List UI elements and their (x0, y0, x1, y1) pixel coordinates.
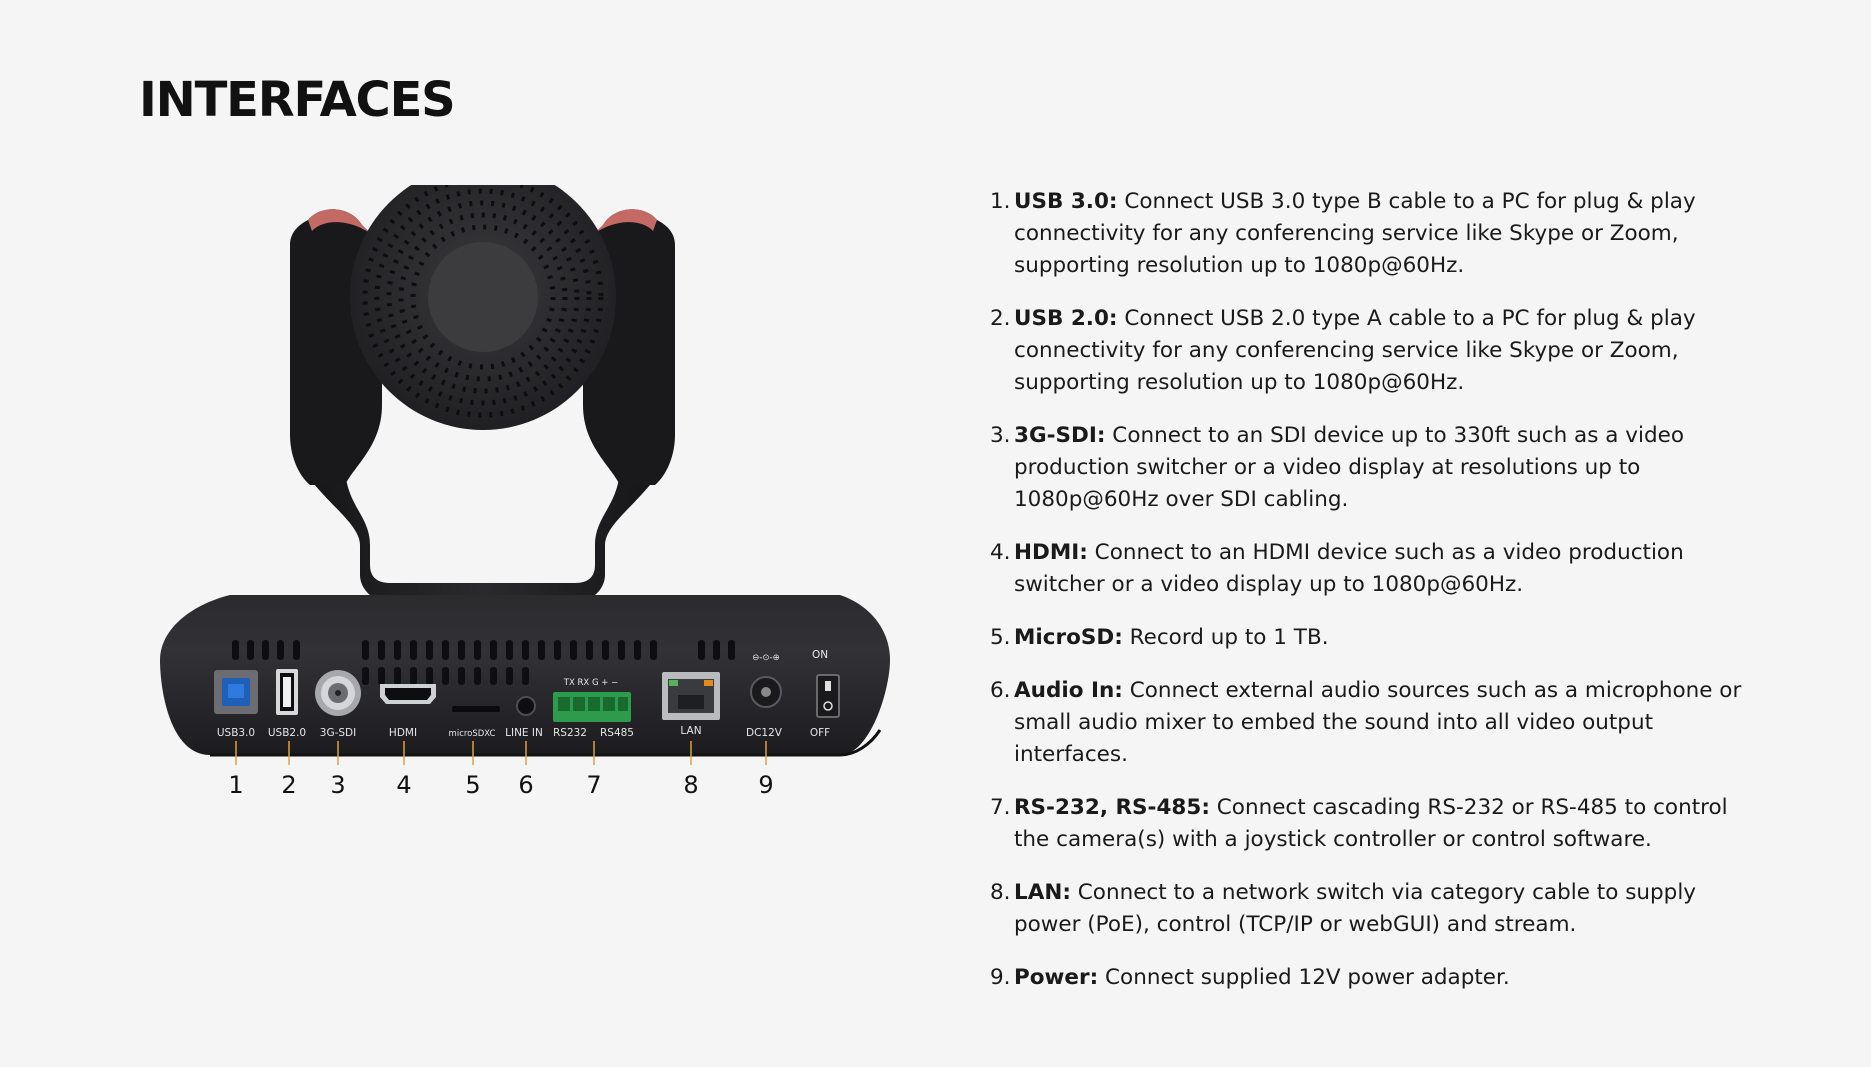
list-item-text: 3G-SDI: Connect to an SDI device up to 3… (1014, 420, 1760, 516)
callout-7: 7 (586, 771, 601, 799)
list-item-text: HDMI: Connect to an HDMI device such as … (1014, 537, 1760, 601)
list-item: 8.LAN: Connect to a network switch via c… (990, 877, 1760, 941)
list-item-name: MicroSD: (1014, 625, 1123, 650)
list-item-name: 3G-SDI: (1014, 423, 1106, 448)
list-item-name: Power: (1014, 965, 1099, 990)
callout-3: 3 (330, 771, 345, 799)
camera-diagram: ⊖-⊙-⊕ USB3.0 USB2.0 3G-SDI HDMI microSDX… (160, 185, 890, 799)
label-hdmi: HDMI (389, 727, 417, 739)
list-item: 7.RS-232, RS-485: Connect cascading RS-2… (990, 792, 1760, 856)
list-item-desc: Connect to an SDI device up to 330ft suc… (1014, 423, 1684, 512)
label-microsd: microSDXC (449, 729, 496, 739)
list-item-text: USB 2.0: Connect USB 2.0 type A cable to… (1014, 303, 1760, 399)
callout-4: 4 (396, 771, 411, 799)
port-rs232-rs485-terminal (553, 692, 631, 722)
list-item-number: 1. (990, 189, 1011, 214)
label-lan: LAN (680, 725, 701, 737)
speaker-grille (362, 185, 604, 418)
callout-2: 2 (281, 771, 296, 799)
list-item: 2.USB 2.0: Connect USB 2.0 type A cable … (990, 303, 1760, 399)
list-item-number: 7. (990, 795, 1011, 820)
list-item-text: Power: Connect supplied 12V power adapte… (1014, 962, 1760, 994)
list-item-number: 9. (990, 965, 1011, 990)
vent-slots (232, 640, 735, 685)
label-terminal-pins: TX RX G + − (563, 678, 618, 688)
list-item-desc: Connect USB 3.0 type B cable to a PC for… (1014, 189, 1696, 278)
port-lan (662, 672, 720, 720)
label-usb30: USB3.0 (217, 727, 255, 739)
list-item-text: MicroSD: Record up to 1 TB. (1014, 622, 1760, 654)
label-dc12v: DC12V (746, 727, 783, 739)
list-item: 4.HDMI: Connect to an HDMI device such a… (990, 537, 1760, 601)
list-item-number: 3. (990, 423, 1011, 448)
list-item-desc: Connect cascading RS-232 or RS-485 to co… (1014, 795, 1728, 852)
list-item-desc: Connect USB 2.0 type A cable to a PC for… (1014, 306, 1696, 395)
callout-6: 6 (518, 771, 533, 799)
list-item-desc: Connect to an HDMI device such as a vide… (1014, 540, 1684, 597)
list-item-number: 6. (990, 678, 1011, 703)
callout-1: 1 (228, 771, 243, 799)
power-switch (816, 674, 840, 718)
port-sdi (315, 670, 361, 716)
list-item-name: USB 3.0: (1014, 189, 1118, 214)
label-switch-on: ON (812, 649, 828, 661)
camera-rear-disc (428, 242, 538, 352)
callout-9: 9 (758, 771, 773, 799)
list-item-number: 2. (990, 306, 1011, 331)
list-item-name: RS-232, RS-485: (1014, 795, 1210, 820)
label-usb20: USB2.0 (268, 727, 306, 739)
list-item-number: 5. (990, 625, 1011, 650)
list-item-name: Audio In: (1014, 678, 1123, 703)
list-item-name: LAN: (1014, 880, 1071, 905)
interfaces-list: 1.USB 3.0: Connect USB 3.0 type B cable … (990, 186, 1760, 1015)
label-rs232: RS232 (553, 727, 587, 739)
list-item-desc: Connect supplied 12V power adapter. (1098, 965, 1510, 990)
list-item: 1.USB 3.0: Connect USB 3.0 type B cable … (990, 186, 1760, 282)
port-usb30 (214, 670, 258, 714)
list-item-text: USB 3.0: Connect USB 3.0 type B cable to… (1014, 186, 1760, 282)
camera-rear-illustration: ⊖-⊙-⊕ USB3.0 USB2.0 3G-SDI HDMI microSDX… (150, 185, 910, 825)
port-usb20 (276, 669, 298, 715)
port-microsd (452, 706, 500, 712)
list-item-text: Audio In: Connect external audio sources… (1014, 675, 1760, 771)
list-item-number: 4. (990, 540, 1011, 565)
list-item-name: HDMI: (1014, 540, 1088, 565)
callout-lines (235, 741, 767, 765)
list-item: 3.3G-SDI: Connect to an SDI device up to… (990, 420, 1760, 516)
list-item: 5.MicroSD: Record up to 1 TB. (990, 622, 1760, 654)
port-line-in (516, 696, 536, 716)
label-switch-off: OFF (810, 727, 830, 739)
svg-text:⊖-⊙-⊕: ⊖-⊙-⊕ (752, 653, 780, 663)
port-dc12v: ⊖-⊙-⊕ (750, 653, 782, 708)
port-hdmi (380, 684, 436, 704)
list-item-name: USB 2.0: (1014, 306, 1118, 331)
list-item: 6.Audio In: Connect external audio sourc… (990, 675, 1760, 771)
list-item-text: RS-232, RS-485: Connect cascading RS-232… (1014, 792, 1760, 856)
list-item: 9.Power: Connect supplied 12V power adap… (990, 962, 1760, 994)
list-item-desc: Connect external audio sources such as a… (1014, 678, 1742, 767)
label-sdi: 3G-SDI (320, 727, 356, 739)
label-line-in: LINE IN (505, 727, 543, 739)
callout-5: 5 (465, 771, 480, 799)
callout-8: 8 (683, 771, 698, 799)
page-title: INTERFACES (139, 72, 456, 128)
list-item-desc: Record up to 1 TB. (1122, 625, 1329, 650)
list-item-text: LAN: Connect to a network switch via cat… (1014, 877, 1760, 941)
list-item-desc: Connect to a network switch via category… (1014, 880, 1697, 937)
label-rs485: RS485 (600, 727, 634, 739)
list-item-number: 8. (990, 880, 1011, 905)
